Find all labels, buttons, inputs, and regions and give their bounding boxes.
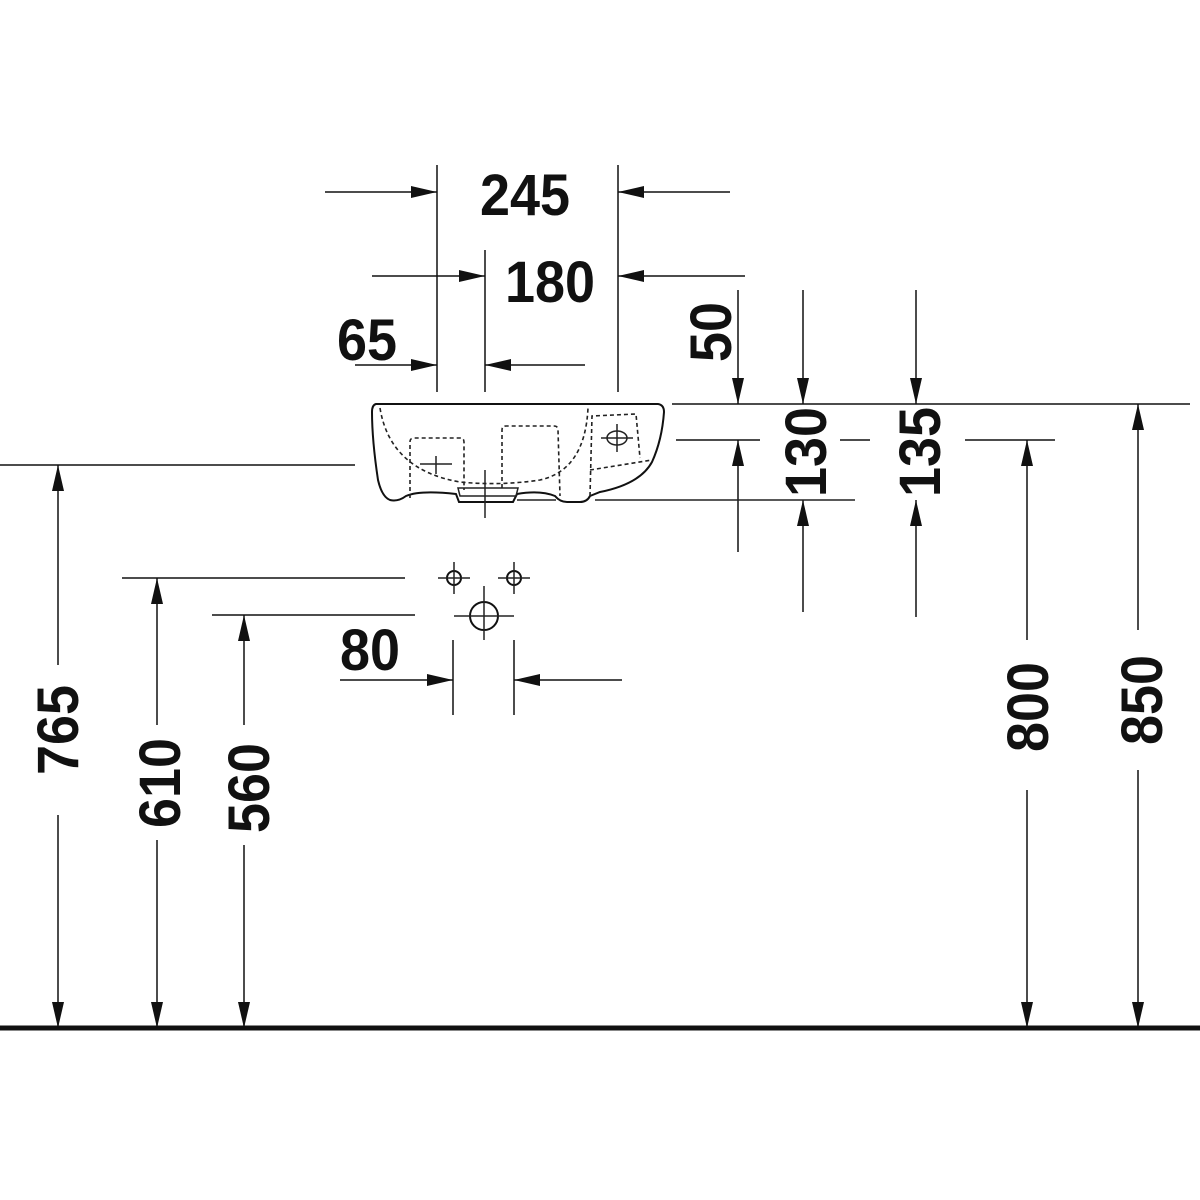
arrowhead-icon — [1132, 1002, 1144, 1028]
dim-765: 765 — [26, 685, 91, 775]
arrowhead-icon — [797, 500, 809, 526]
dim-850: 850 — [1110, 655, 1175, 745]
arrowhead-icon — [485, 359, 511, 371]
arrowhead-icon — [459, 270, 485, 282]
arrowhead-icon — [1132, 404, 1144, 430]
arrowhead-icon — [1021, 1002, 1033, 1028]
arrowhead-icon — [411, 186, 437, 198]
arrowhead-icon — [52, 1002, 64, 1028]
arrowhead-icon — [514, 674, 540, 686]
arrowhead-icon — [910, 500, 922, 526]
dim-65: 65 — [337, 308, 397, 373]
arrowhead-icon — [52, 465, 64, 491]
waste-connection-icon — [454, 586, 514, 640]
arrowhead-icon — [411, 359, 437, 371]
dim-135: 135 — [888, 407, 953, 497]
arrowhead-icon — [797, 378, 809, 404]
dim-80: 80 — [340, 618, 400, 683]
dim-180: 180 — [505, 250, 595, 315]
arrowhead-icon — [427, 674, 453, 686]
dimension-lines — [0, 165, 1200, 1031]
arrowhead-icon — [151, 578, 163, 604]
arrowhead-icon — [910, 378, 922, 404]
dim-130: 130 — [774, 407, 839, 497]
arrowhead-icon — [618, 186, 644, 198]
arrowhead-icon — [732, 378, 744, 404]
dim-560: 560 — [217, 743, 282, 833]
arrowhead-icon — [238, 1002, 250, 1028]
dim-800: 800 — [996, 662, 1061, 752]
arrowhead-icon — [151, 1002, 163, 1028]
dim-50: 50 — [679, 302, 744, 362]
arrowhead-icon — [1021, 440, 1033, 466]
arrowhead-icon — [618, 270, 644, 282]
supply-connection-left-icon — [438, 562, 470, 594]
dim-610: 610 — [128, 738, 193, 828]
supply-connection-right-icon — [498, 562, 530, 594]
basin-outline — [370, 403, 855, 518]
arrowhead-icon — [238, 615, 250, 641]
dim-245: 245 — [480, 163, 570, 228]
arrowhead-icon — [732, 440, 744, 466]
